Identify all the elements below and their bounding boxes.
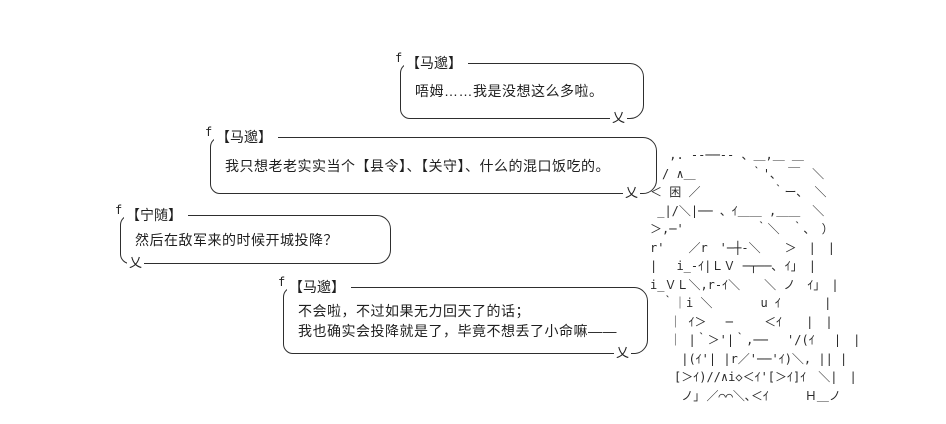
speech-bubble-2: 【马邈】 f 我只想老老实实当个【县令】、【关守】、什么的混口饭吃的。 乂 <box>204 125 657 203</box>
speaker-name-4: 【马邈】 <box>287 278 351 296</box>
bubble-corner-mark-1: f <box>394 51 404 65</box>
dialogue-line: 不会啦，不过如果无力回天了的话； <box>298 302 530 319</box>
speech-bubble-3: 【宁随】 f 然后在敌军来的时候开城投降？ 乂 <box>114 203 391 273</box>
speaker-name-2: 【马邈】 <box>214 128 278 146</box>
bubble-tail-mark-2: 乂 <box>622 185 640 203</box>
bubble-tail-mark-1: 乂 <box>609 110 627 128</box>
dialogue-line: 我只想老老实实当个【县令】、【关守】、什么的混口饭吃的。 <box>225 157 610 174</box>
bubble-corner-mark-3: f <box>114 203 124 217</box>
dialogue-line: 唔姆……我是没想这么多啦。 <box>415 83 604 99</box>
speaker-name-1: 【马邈】 <box>404 54 468 72</box>
dialogue-line: 然后在敌军来的时候开城投降？ <box>135 231 338 248</box>
ascii-art-character: ,. -‐──‐- 、＿,＿ ＿ / ∧＿ ｀'､ ￣ ＼ ＜ 困 ／ ｀ー､ … <box>650 148 861 403</box>
bubble-tail-mark-4: 乂 <box>613 345 631 363</box>
speech-bubble-1: 【马邈】 f 唔姆……我是没想这么多啦。 乂 <box>394 51 644 128</box>
speaker-name-3: 【宁随】 <box>124 206 188 224</box>
dialogue-line: 我也确实会投降就是了，毕竟不想丢了小命嘛—— <box>298 322 617 339</box>
speech-bubble-4: 【马邈】 f 不会啦，不过如果无力回天了的话； 我也确实会投降就是了，毕竟不想丢… <box>277 275 648 363</box>
bubble-corner-mark-4: f <box>277 275 287 289</box>
bubble-corner-mark-2: f <box>204 125 214 139</box>
bubble-tail-mark-3: 乂 <box>127 255 145 273</box>
